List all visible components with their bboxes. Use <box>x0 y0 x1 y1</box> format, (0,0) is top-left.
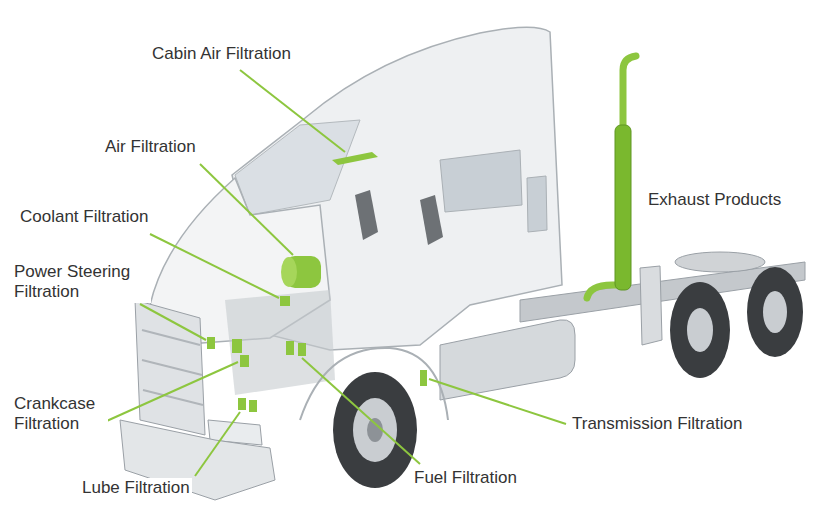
part-label: Lube Filtration <box>80 478 192 498</box>
sleeper-window <box>527 176 547 232</box>
rear-tire <box>670 282 730 378</box>
lube-filter <box>249 400 257 412</box>
cab-body <box>232 27 562 350</box>
part-label: Transmission Filtration <box>570 414 744 434</box>
part-label: Crankcase Filtration <box>12 394 108 435</box>
air-filter-end <box>281 257 297 287</box>
steering-filter <box>207 337 215 349</box>
leader-line <box>429 379 566 424</box>
engine-block <box>225 290 335 395</box>
part-label: Power Steering Filtration <box>12 262 151 303</box>
front-hub <box>353 398 397 462</box>
exhaust-pipe <box>587 56 636 298</box>
rear-hub <box>763 291 787 333</box>
front-tire <box>333 372 417 488</box>
part-label: Cabin Air Filtration <box>150 44 293 64</box>
crankcase-filter <box>240 355 249 367</box>
transmission-filter <box>420 370 427 386</box>
mud-flap <box>640 266 662 345</box>
steering-filter <box>232 339 242 353</box>
part-label: Coolant Filtration <box>18 207 151 227</box>
leader-lines <box>100 70 566 476</box>
fuel-filter <box>298 343 306 356</box>
rear-tire <box>747 267 803 357</box>
leader-line <box>302 358 420 464</box>
leader-line <box>200 164 293 255</box>
part-label: Air Filtration <box>103 137 198 157</box>
fifth-wheel <box>675 252 765 272</box>
leader-line <box>100 362 238 424</box>
hub-center <box>367 418 383 442</box>
seat <box>420 195 443 245</box>
grille-bars <box>142 330 203 405</box>
part-label: Exhaust Products <box>646 190 783 210</box>
coolant-filter <box>280 296 290 306</box>
lube-filter <box>238 398 246 410</box>
fuel-filter <box>286 341 294 355</box>
leader-line <box>140 304 206 340</box>
leader-line <box>195 412 240 476</box>
windshield <box>235 120 360 215</box>
leader-line <box>240 70 345 152</box>
seat <box>355 190 378 240</box>
part-label: Fuel Filtration <box>412 468 519 488</box>
side-window <box>440 150 522 212</box>
leader-line <box>150 234 279 298</box>
rear-hub <box>687 308 713 352</box>
fuel-tank <box>440 320 575 400</box>
grille <box>135 300 205 435</box>
cabin-air-filter <box>332 152 378 165</box>
exhaust-shield <box>615 125 631 290</box>
